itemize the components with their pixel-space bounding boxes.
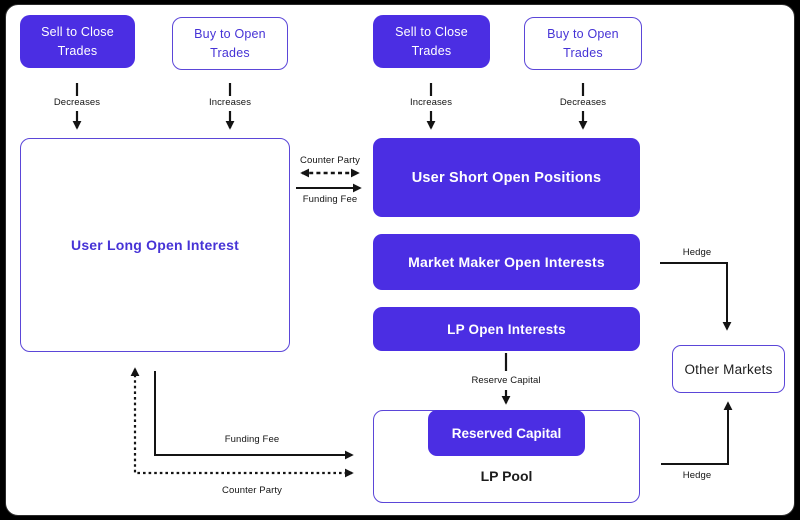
edge-label-decreases-left: Decreases bbox=[53, 97, 101, 108]
node-reserved-capital: Reserved Capital bbox=[428, 410, 585, 456]
edge-label-hedge-bottom: Hedge bbox=[682, 470, 712, 481]
node-lp-pool: Reserved Capital LP Pool bbox=[373, 410, 640, 503]
edge-label-funding-fee-mid: Funding Fee bbox=[302, 194, 358, 205]
node-label: Buy to Open Trades bbox=[547, 26, 619, 60]
node-market-maker-open-interests: Market Maker Open Interests bbox=[373, 234, 640, 290]
edge-label-increases-left: Increases bbox=[208, 97, 252, 108]
edge-label-reserve-capital: Reserve Capital bbox=[471, 375, 541, 386]
node-label: Sell to Close Trades bbox=[395, 24, 468, 58]
node-label: Sell to Close Trades bbox=[41, 24, 114, 58]
node-label: User Long Open Interest bbox=[71, 237, 239, 253]
node-buy-to-open-left: Buy to Open Trades bbox=[172, 17, 288, 70]
node-sell-to-close-right: Sell to Close Trades bbox=[373, 15, 490, 68]
edge-label-funding-fee-bottom: Funding Fee bbox=[224, 434, 280, 445]
node-label: Buy to Open Trades bbox=[194, 26, 266, 60]
node-other-markets: Other Markets bbox=[672, 345, 785, 393]
edge-label-counter-party-bottom: Counter Party bbox=[222, 485, 282, 496]
edge-label-hedge-top: Hedge bbox=[682, 247, 712, 258]
arrow-hedge-bottom bbox=[661, 401, 733, 465]
lp-pool-label: LP Pool bbox=[480, 468, 533, 484]
node-user-short-open-positions: User Short Open Positions bbox=[373, 138, 640, 217]
node-label: User Short Open Positions bbox=[411, 169, 602, 186]
edge-label-increases-right: Increases bbox=[409, 97, 453, 108]
edge-label-counter-party-mid: Counter Party bbox=[300, 155, 360, 166]
arrow-hedge-top bbox=[660, 262, 732, 331]
edge-label-decreases-right: Decreases bbox=[559, 97, 607, 108]
node-user-long-open-interest: User Long Open Interest bbox=[20, 138, 290, 352]
node-label: Reserved Capital bbox=[451, 425, 562, 441]
node-label: Market Maker Open Interests bbox=[408, 254, 605, 270]
node-sell-to-close-left: Sell to Close Trades bbox=[20, 15, 135, 68]
node-label: Other Markets bbox=[684, 361, 773, 377]
node-buy-to-open-right: Buy to Open Trades bbox=[524, 17, 642, 70]
arrow-counter-party-bottom bbox=[130, 367, 354, 478]
node-lp-open-interests: LP Open Interests bbox=[373, 307, 640, 351]
node-label: LP Open Interests bbox=[447, 321, 566, 337]
